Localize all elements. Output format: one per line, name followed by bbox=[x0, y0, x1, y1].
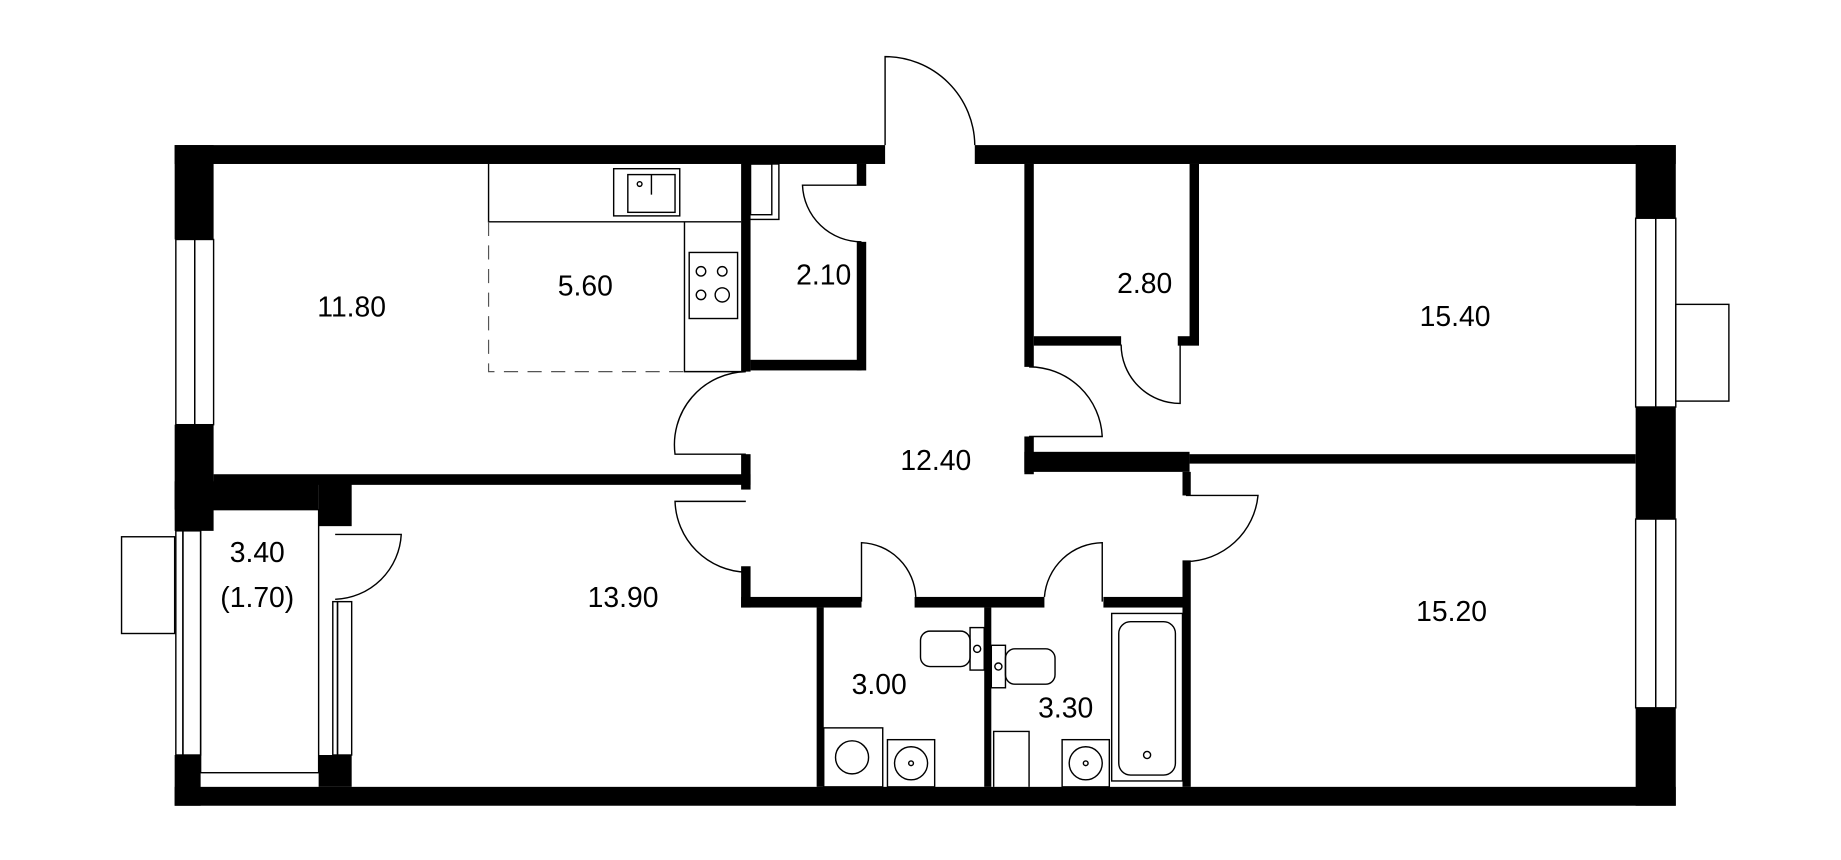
room-area-hallway: 12.40 bbox=[900, 444, 971, 476]
bathroom-fixtures bbox=[823, 612, 1184, 788]
room-area-bathroom: 3.30 bbox=[1038, 692, 1093, 724]
washing-machine-icon bbox=[823, 727, 884, 788]
room-labels: 11.80 5.60 2.10 2.80 15.40 12.40 3.40 (1… bbox=[220, 259, 1490, 724]
washbasin-icon bbox=[886, 738, 936, 788]
storage-2-door bbox=[1120, 344, 1181, 405]
room-area-kitchen: 5.60 bbox=[558, 269, 613, 301]
toilet-door bbox=[860, 541, 917, 602]
outer-walls bbox=[174, 145, 1676, 806]
room-area-living: 11.80 bbox=[317, 291, 386, 323]
bathtub-icon bbox=[1110, 612, 1184, 782]
room-area-balcony-sub: (1.70) bbox=[220, 581, 294, 613]
bedroom-2-door bbox=[674, 500, 746, 573]
entry-door bbox=[884, 55, 976, 146]
balcony-door bbox=[335, 533, 402, 600]
room-area-bedroom-2: 13.90 bbox=[588, 581, 659, 613]
balcony-sliding-door bbox=[332, 600, 339, 756]
sink-icon bbox=[612, 167, 681, 217]
room-area-toilet: 3.00 bbox=[852, 668, 907, 700]
stove-icon bbox=[688, 251, 739, 320]
toilet-icon bbox=[919, 630, 971, 668]
room-area-bedroom-1: 15.40 bbox=[1420, 300, 1491, 332]
bedroom-3-door bbox=[1186, 494, 1259, 563]
windows bbox=[120, 217, 1730, 756]
kitchen-fixtures bbox=[487, 163, 780, 373]
kitchen-door bbox=[673, 370, 746, 455]
room-area-storage-2: 2.80 bbox=[1117, 267, 1172, 299]
interior-walls bbox=[174, 163, 1636, 787]
bedroom-1-door bbox=[1029, 366, 1103, 438]
room-area-bedroom-3: 15.20 bbox=[1416, 595, 1487, 627]
bathroom-door bbox=[1043, 541, 1103, 602]
room-area-balcony: 3.40 bbox=[230, 536, 285, 568]
storage-1-door bbox=[801, 184, 867, 243]
room-area-storage-1: 2.10 bbox=[796, 259, 851, 291]
balcony-outline bbox=[199, 508, 320, 774]
doors bbox=[332, 55, 1259, 756]
